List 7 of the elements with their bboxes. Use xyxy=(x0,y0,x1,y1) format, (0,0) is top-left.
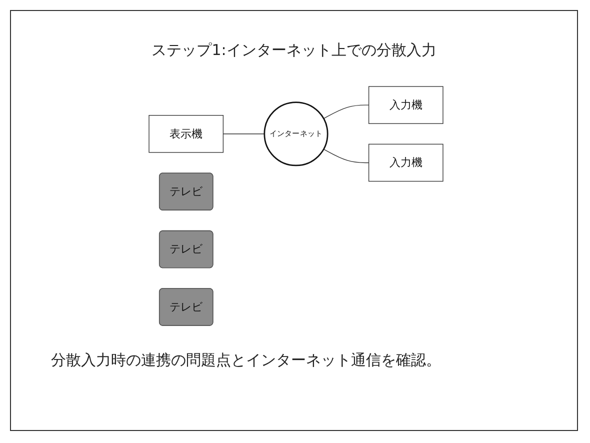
note-text: 分散入力時の連携の問題点とインターネット通信を確認。 xyxy=(51,351,441,370)
node-box: 入力機 xyxy=(368,86,444,124)
node-box: 表示機 xyxy=(148,115,224,153)
diagram-title: ステップ1:インターネット上での分散入力 xyxy=(150,41,438,60)
connector xyxy=(323,148,370,164)
connector xyxy=(323,104,370,119)
node-box: 入力機 xyxy=(368,144,444,182)
